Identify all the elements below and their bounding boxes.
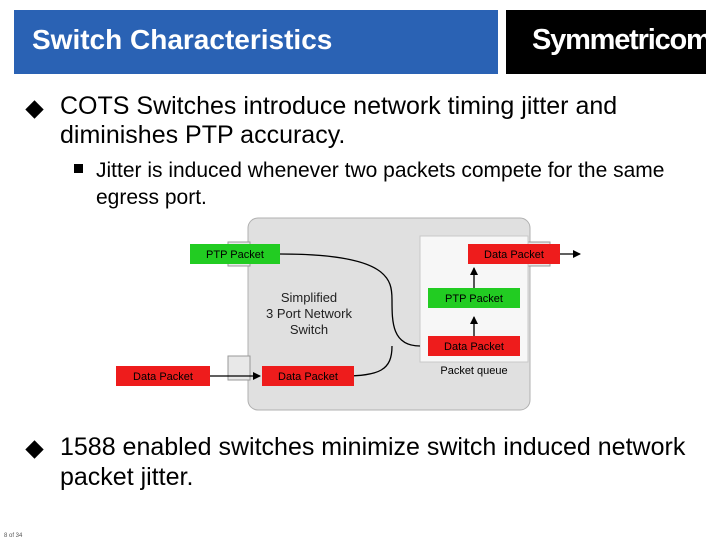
ptp-route xyxy=(279,253,421,347)
switch-label-line3: Switch xyxy=(290,322,328,337)
data-packet-external xyxy=(116,366,210,386)
data-packet-queued-label: Data Packet xyxy=(444,341,504,353)
ptp-packet-in-label: PTP Packet xyxy=(206,249,264,261)
switch-label-line2: 3 Port Network xyxy=(266,306,352,321)
slide-title: Switch Characteristics xyxy=(32,24,333,55)
data-packet-queued xyxy=(428,336,520,356)
port-nub xyxy=(227,355,251,381)
bullet-1-text: COTS Switches introduce network timing j… xyxy=(60,92,618,149)
ptp-packet-queued-label: PTP Packet xyxy=(445,293,503,305)
data-packet-in-label: Data Packet xyxy=(278,371,338,383)
title-bar xyxy=(14,10,498,74)
sub-bullet-1-text: Jitter is induced whenever two packets c… xyxy=(96,159,665,209)
ptp-packet-in xyxy=(190,244,280,264)
logo: Symmetricom™ xyxy=(506,10,719,74)
packet-queue-label: Packet queue xyxy=(440,365,507,377)
data-packet-external-label: Data Packet xyxy=(133,371,193,383)
page-number: 8 of 34 xyxy=(4,533,23,539)
switch-label-line1: Simplified xyxy=(281,290,337,305)
data-packet-out-label: Data Packet xyxy=(484,249,544,261)
sub-bullet-square-icon xyxy=(74,164,83,173)
data-packet-in xyxy=(262,366,354,386)
data-packet-out xyxy=(468,244,560,264)
ptp-packet-queued xyxy=(428,288,520,308)
logo-text: Symmetricom™ xyxy=(532,24,719,56)
bullet-2-text: 1588 enabled switches minimize switch in… xyxy=(60,433,686,491)
